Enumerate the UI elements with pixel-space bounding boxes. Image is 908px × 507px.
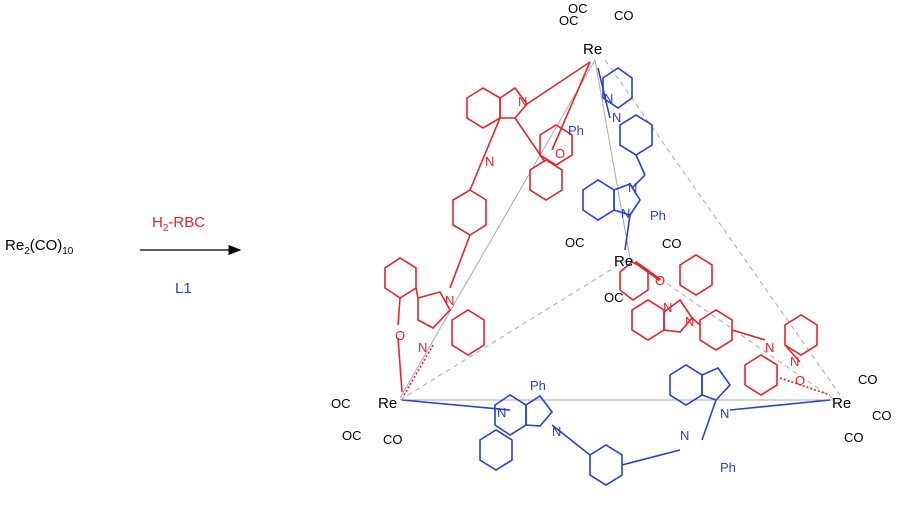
co-label: OC <box>342 428 362 443</box>
re-label-right: Re <box>832 395 851 412</box>
co-label: CO <box>872 408 892 423</box>
n-label: N <box>518 94 527 109</box>
co-label: OC <box>604 290 624 305</box>
co-label: OC <box>559 13 579 28</box>
n-label: N <box>790 354 799 369</box>
n-label: N <box>445 293 454 308</box>
co-label: CO <box>858 372 878 387</box>
o-label: O <box>795 373 805 388</box>
re-center-right: Re CO CO CO <box>832 372 892 445</box>
n-label: N <box>685 314 694 329</box>
l1-ligand <box>401 67 831 486</box>
reaction-arrow-group: Re2(CO)10 H2-RBC L1 <box>5 214 242 297</box>
co-label: OC <box>568 1 588 16</box>
reactant-label: Re2(CO)10 <box>5 237 74 257</box>
co-label: CO <box>662 236 682 251</box>
n-label: N <box>604 91 613 106</box>
n-label: N <box>680 428 689 443</box>
co-label: OC <box>331 396 351 411</box>
n-label: N <box>552 424 561 439</box>
re-label-top: Re <box>583 41 602 58</box>
n-label: N <box>497 405 506 420</box>
o-label: O <box>395 328 405 343</box>
re-center-middle: Re OC CO OC <box>565 235 682 305</box>
rbc-ligand-top-left <box>384 61 831 396</box>
co-label: OC <box>565 235 585 250</box>
n-label: N <box>621 206 630 221</box>
tetrahedron-edges <box>399 59 841 401</box>
re-label-middle: Re <box>614 253 633 270</box>
co-label: CO <box>844 430 864 445</box>
co-label: CO <box>614 8 634 23</box>
o-label: O <box>655 273 665 288</box>
n-label: N <box>628 180 637 195</box>
reagent-top-label: H2-RBC <box>152 214 205 234</box>
ph-label: Ph <box>568 123 584 138</box>
n-label: N <box>720 406 729 421</box>
n-label: N <box>418 340 427 355</box>
n-label: N <box>663 300 672 315</box>
ph-label: Ph <box>530 378 546 393</box>
o-label: O <box>555 146 565 161</box>
n-label: N <box>765 340 774 355</box>
heteroatom-labels: N N O N N O O N N N N O N N Ph N N Ph Ph… <box>395 91 805 475</box>
reagent-bottom-label: L1 <box>175 280 192 297</box>
n-label: N <box>612 110 621 125</box>
re-center-left: Re OC OC CO <box>331 395 403 447</box>
n-label: N <box>485 154 494 169</box>
co-label: CO <box>383 432 403 447</box>
re-label-left: Re <box>378 395 397 412</box>
ph-label: Ph <box>650 208 666 223</box>
re-center-top: Re OC OC CO <box>559 1 634 58</box>
ph-label: Ph <box>720 460 736 475</box>
